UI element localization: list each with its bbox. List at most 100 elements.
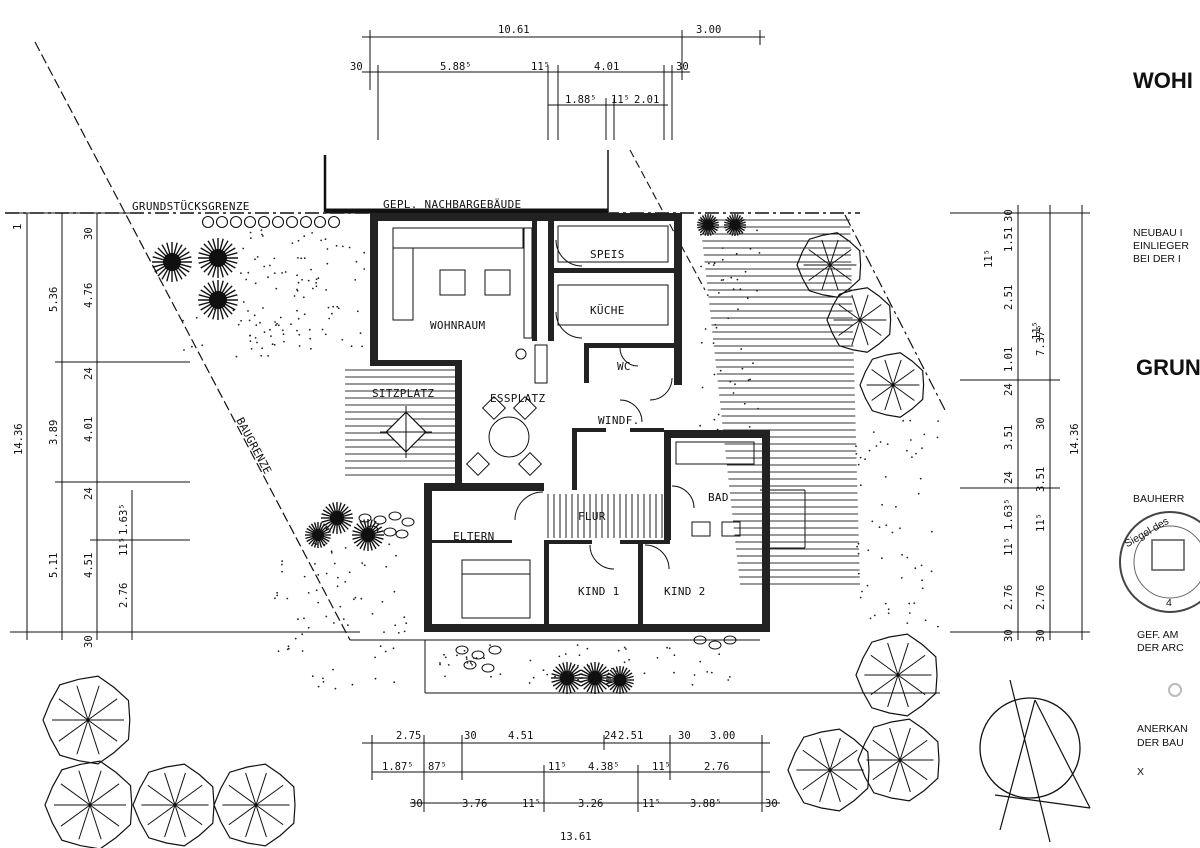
stipple-dot <box>891 531 894 534</box>
dim-left-b6: 30 <box>83 635 95 648</box>
dim-top-b: 5.88⁵ <box>440 61 472 73</box>
room-label-wohnraum: WOHNRAUM <box>430 319 485 332</box>
stipple-dot <box>344 547 347 549</box>
stipple-dot <box>668 647 671 650</box>
stipple-dot <box>263 265 266 268</box>
mark-x: X <box>1137 766 1144 778</box>
stipple-dot <box>879 441 882 443</box>
stipple-dot <box>857 463 860 466</box>
stipple-dot <box>317 601 320 604</box>
stipple-dot <box>712 264 715 266</box>
stipple-dot <box>483 657 485 660</box>
trees <box>42 232 940 848</box>
stipple-dot <box>313 542 315 545</box>
stipple-dot <box>281 329 284 332</box>
stipple-dot <box>307 626 310 629</box>
stipple-dot <box>586 647 589 650</box>
stipple-dot <box>729 380 732 383</box>
approval-line-1: ANERKAN <box>1137 723 1188 735</box>
stipple-dot <box>322 681 325 683</box>
pebble <box>481 663 495 673</box>
dark-shrubs <box>152 214 746 694</box>
stipple-dot <box>384 650 387 653</box>
dim-right-a4: 24 <box>1003 383 1015 396</box>
stipple-dot <box>315 543 318 545</box>
stipple-dot <box>615 670 617 673</box>
stipple-dot <box>307 279 310 282</box>
stipple-dot <box>721 247 724 250</box>
dim-right-a3: 1.01 <box>1003 347 1015 372</box>
dim-bottom-r3-3: 3.26 <box>578 798 603 810</box>
stipple-dot <box>923 433 926 436</box>
interior-walls <box>432 221 674 628</box>
doors <box>514 239 695 570</box>
stipple-dot <box>336 305 339 308</box>
stipple-dot <box>693 674 696 676</box>
dining-table <box>465 395 543 477</box>
stipple-dot <box>542 669 545 672</box>
stipple-dot <box>717 413 720 416</box>
stipple-dot <box>699 424 702 427</box>
stipple-dot <box>195 316 198 319</box>
stipple-dot <box>321 328 324 331</box>
stipple-dot <box>381 600 384 603</box>
stipple-dot <box>628 658 630 661</box>
shrub-icon <box>305 522 331 548</box>
stipple-dot <box>286 597 289 600</box>
boundary-stone <box>313 215 327 229</box>
stipple-dot <box>915 452 917 455</box>
stipple-dot <box>914 567 917 570</box>
shrub-icon <box>724 214 746 236</box>
stipple-dot <box>710 671 713 674</box>
stipple-dot <box>337 307 340 310</box>
stipple-dot <box>713 262 716 265</box>
tree-icon <box>213 763 296 847</box>
tree-icon <box>787 728 870 812</box>
stipple-dot <box>873 614 876 617</box>
stipple-dot <box>333 562 336 565</box>
stipple-dot <box>290 323 292 326</box>
dim-right-a8: 11⁵ <box>1003 537 1015 556</box>
stipple-dot <box>757 407 759 410</box>
stipple-dot <box>752 362 754 365</box>
stipple-dot <box>309 337 312 340</box>
stipple-dot <box>250 348 253 350</box>
stipple-dot <box>317 685 320 688</box>
stipple-dot <box>673 671 675 674</box>
stipple-dot <box>311 675 314 678</box>
stipple-dot <box>885 524 888 527</box>
stipple-dot <box>335 244 338 247</box>
stipple-dot <box>374 656 376 659</box>
stipple-dot <box>371 612 374 615</box>
terrace-right-hatching <box>700 219 860 585</box>
stipple-dot <box>350 345 353 348</box>
stipple-dot <box>303 235 306 238</box>
stipple-dot <box>363 564 366 567</box>
stipple-dot <box>242 247 245 250</box>
boundary-stone <box>229 215 243 229</box>
stipple-dot <box>337 576 339 579</box>
dim-right-a9: 2.76 <box>1003 585 1015 610</box>
stipple-dot <box>298 333 301 336</box>
stipple-dot <box>699 660 702 663</box>
pebble <box>395 529 409 539</box>
stipple-dot <box>332 668 334 671</box>
stipple-dot <box>572 666 574 668</box>
stipple-dot <box>444 675 446 678</box>
stipple-dot <box>356 310 359 313</box>
stipple-dot <box>691 683 694 686</box>
stipple-dot <box>277 324 280 327</box>
stipple-dot <box>720 279 723 281</box>
stipple-dot <box>707 231 709 234</box>
dim-bottom-r1-1: 30 <box>464 730 477 742</box>
stipple-dot <box>749 378 751 381</box>
stipple-dot <box>727 317 730 320</box>
stipple-dot <box>317 573 320 576</box>
stipple-dot <box>273 272 276 274</box>
stipple-dot <box>334 687 337 690</box>
stipple-dot <box>315 278 318 281</box>
stipple-dot <box>499 673 502 675</box>
boundary-stone <box>201 215 215 229</box>
stipple-dot <box>588 665 590 668</box>
stipple-dot <box>353 598 355 601</box>
